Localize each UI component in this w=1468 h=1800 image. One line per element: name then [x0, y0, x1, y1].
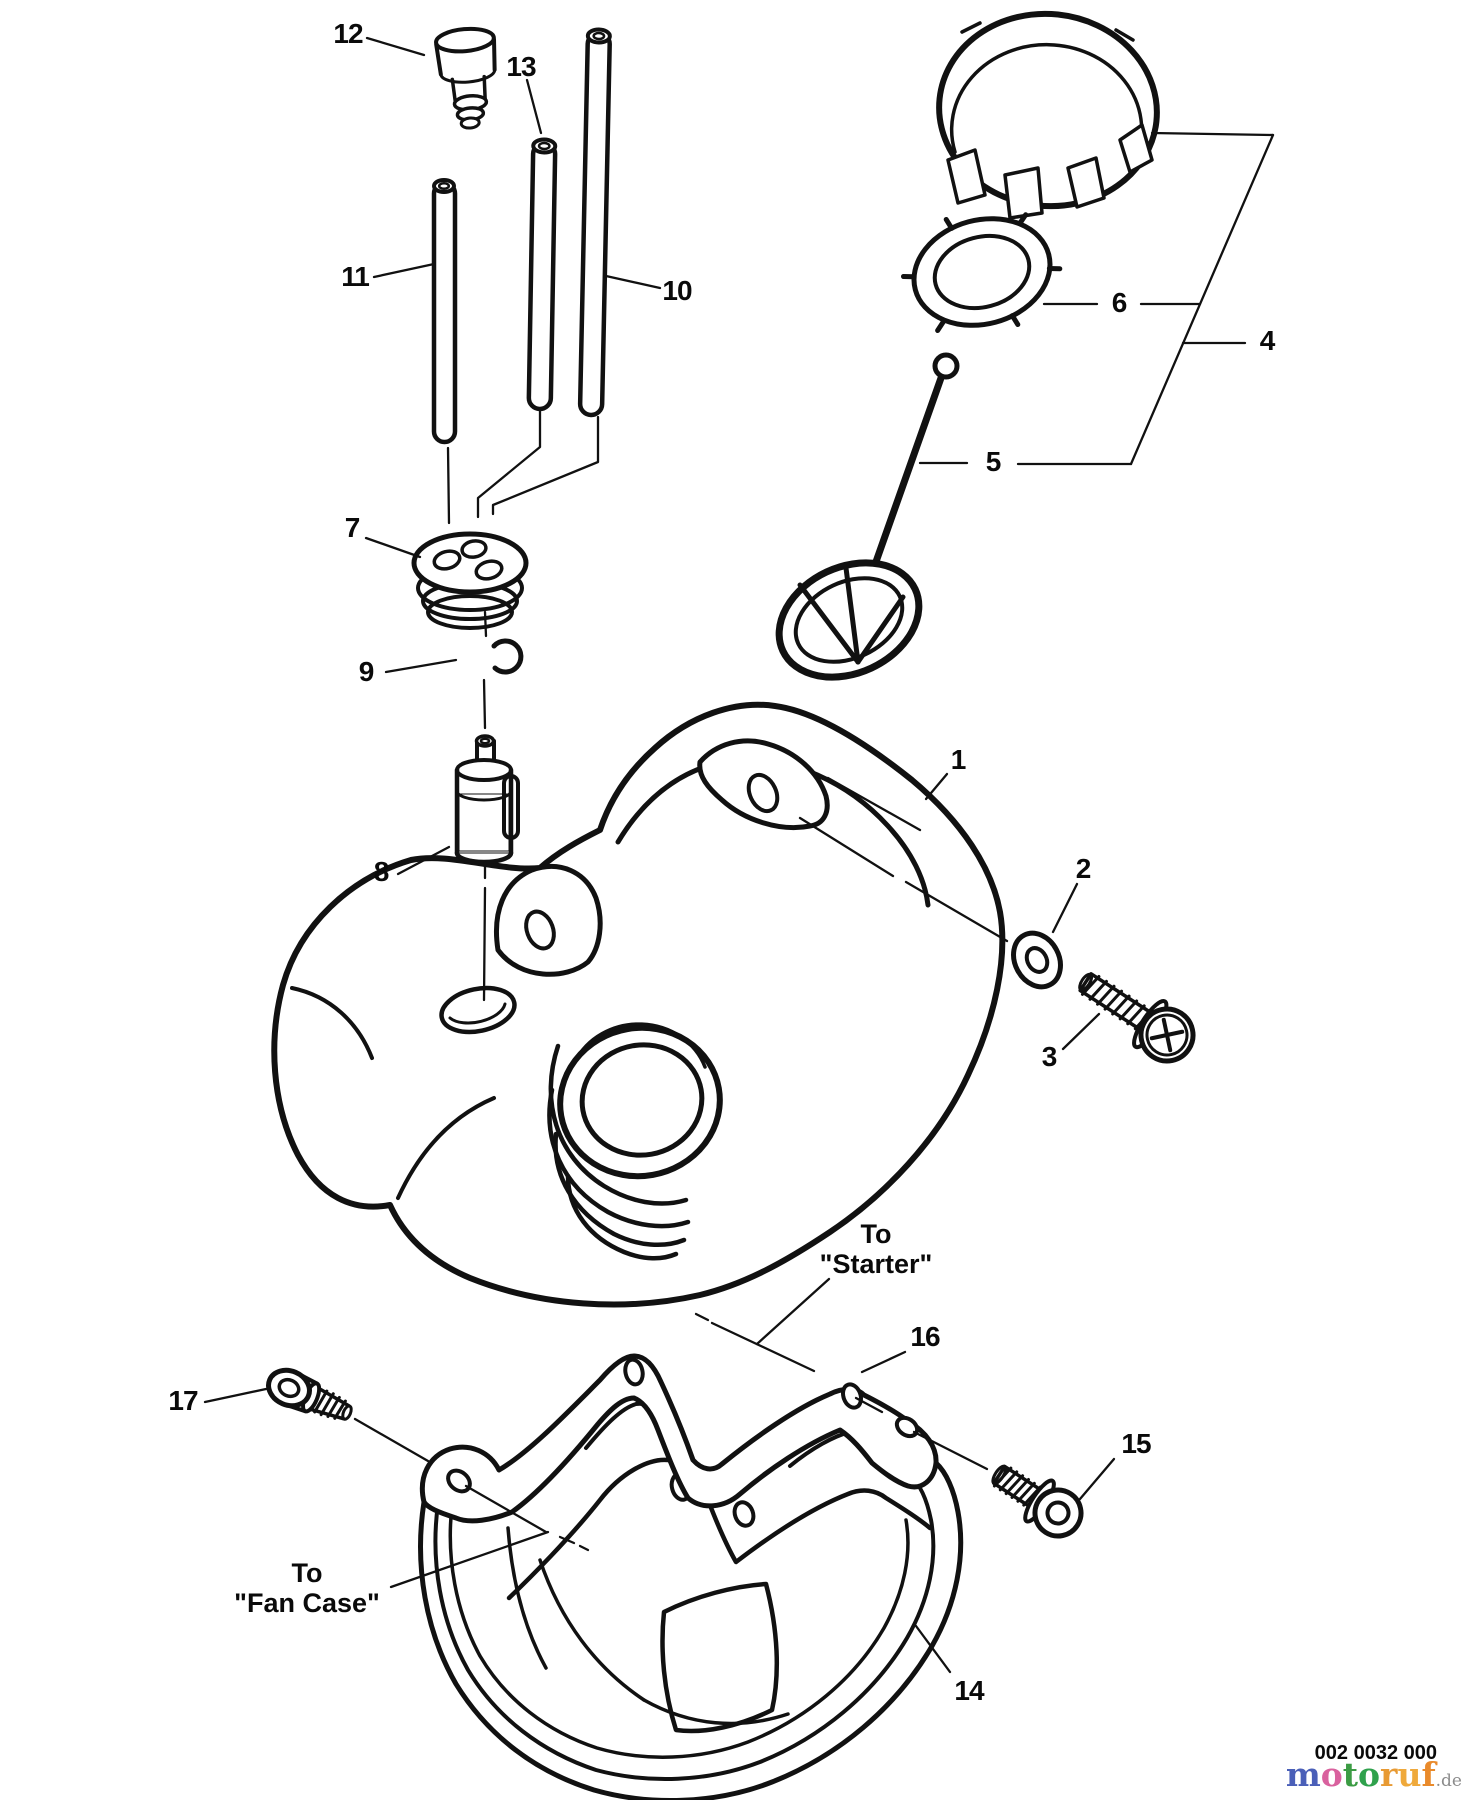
- fan-case-gasket-drawing: [419, 1353, 939, 1524]
- watermark-letter: f: [1421, 1755, 1436, 1794]
- watermark-letter: o: [1320, 1755, 1343, 1794]
- callout-16: 16: [910, 1321, 940, 1352]
- screw-3-drawing: [1078, 972, 1196, 1064]
- watermark-logo: motoruf.de: [1286, 1758, 1462, 1791]
- tank-grommet-drawing: [411, 531, 529, 630]
- callout-9: 9: [358, 656, 375, 687]
- callout-11: 11: [341, 261, 370, 292]
- axis-line: [483, 610, 488, 638]
- callout-17: 17: [168, 1385, 198, 1416]
- callout-1: 1: [950, 744, 967, 775]
- screw-17-drawing: [266, 1367, 353, 1421]
- fuel-cap-drawing: [936, 10, 1160, 220]
- fuel-tube-left-drawing: [431, 178, 458, 445]
- callout-12: 12: [333, 18, 363, 49]
- tube-connector-lines: [446, 408, 600, 525]
- snap-ring-drawing: [491, 638, 524, 675]
- leader-lines: [203, 36, 1275, 1674]
- callout-10: 10: [662, 275, 692, 306]
- axis-line: [482, 886, 487, 1002]
- dipstick-drawing: [775, 352, 960, 681]
- callout-4: 4: [1259, 325, 1276, 356]
- watermark-letter: t: [1342, 1755, 1359, 1794]
- watermark-letter: o: [1358, 1755, 1381, 1794]
- screw-15-drawing: [991, 1464, 1084, 1539]
- callout-3: 3: [1041, 1041, 1058, 1072]
- watermark-letter: m: [1285, 1755, 1321, 1794]
- callout-14: 14: [954, 1675, 984, 1706]
- watermark-letter: u: [1397, 1755, 1422, 1794]
- watermark-suffix: .de: [1435, 1771, 1462, 1791]
- callout-13: 13: [506, 51, 536, 82]
- fuel-filter-drawing: [454, 734, 520, 865]
- washer-drawing: [1011, 930, 1063, 990]
- callout-7: 7: [344, 512, 361, 543]
- callout-6: 6: [1111, 287, 1128, 318]
- fuel-tube-middle-drawing: [526, 137, 558, 412]
- watermark-letter: r: [1380, 1755, 1398, 1794]
- cap-retainer-drawing: [900, 212, 1063, 333]
- fuel-tank-drawing: [271, 701, 1009, 1308]
- annotation-to-starter: To "Starter": [819, 1218, 933, 1279]
- callout-5: 5: [985, 446, 1002, 477]
- fan-case-cover-drawing: [418, 1401, 964, 1800]
- callout-2: 2: [1075, 853, 1092, 884]
- part-number: 002 0032 000: [1314, 1742, 1437, 1764]
- callout-8: 8: [373, 856, 390, 887]
- tube-fitting-drawing: [434, 26, 497, 130]
- annotation-to-fan-case: To "Fan Case": [234, 1557, 380, 1618]
- axis-line: [482, 678, 487, 730]
- callout-15: 15: [1121, 1428, 1151, 1459]
- fuel-tube-right-drawing: [577, 27, 612, 418]
